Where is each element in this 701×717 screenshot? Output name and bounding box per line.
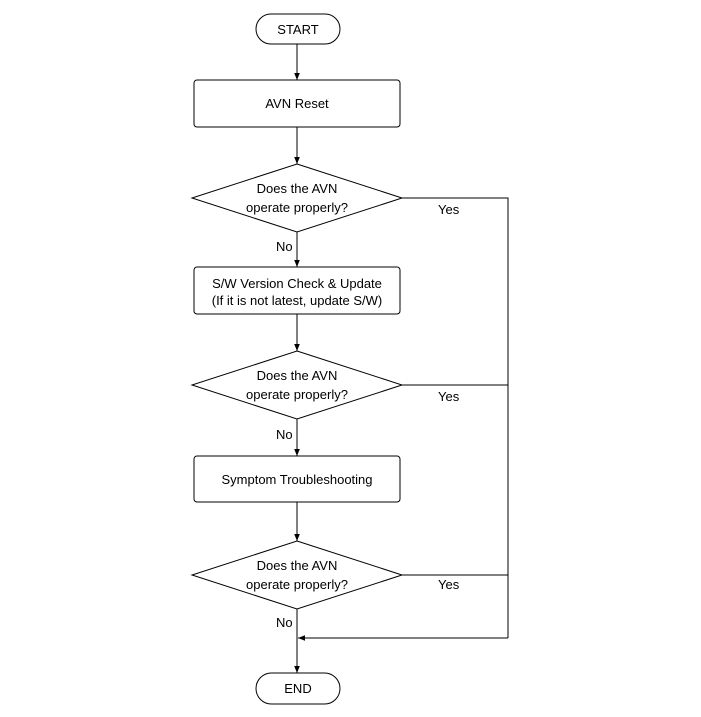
step-avn-reset-label: AVN Reset bbox=[265, 96, 329, 111]
decision-3-line1: Does the AVN bbox=[257, 558, 338, 573]
decision-3-no-label: No bbox=[276, 615, 293, 630]
end-label: END bbox=[284, 681, 311, 696]
decision-1-no-label: No bbox=[276, 239, 293, 254]
decision-1: Does the AVN operate properly? bbox=[190, 163, 404, 233]
decision-2-no-label: No bbox=[276, 427, 293, 442]
start-terminal: START bbox=[255, 13, 341, 45]
decision-1-line1: Does the AVN bbox=[257, 181, 338, 196]
decision-3-yes-label: Yes bbox=[438, 577, 460, 592]
step-troubleshooting-label: Symptom Troubleshooting bbox=[221, 472, 372, 487]
step-sw-version-check: S/W Version Check & Update (If it is not… bbox=[193, 266, 401, 315]
decision-2-yes-label: Yes bbox=[438, 389, 460, 404]
decision-3: Does the AVN operate properly? bbox=[190, 540, 404, 610]
decision-1-yes-label: Yes bbox=[438, 202, 460, 217]
yes-bypass-line bbox=[402, 197, 509, 638]
step-sw-check-line1: S/W Version Check & Update bbox=[212, 276, 382, 291]
end-terminal: END bbox=[255, 672, 341, 705]
decision-3-line2: operate properly? bbox=[246, 577, 348, 592]
decision-1-line2: operate properly? bbox=[246, 200, 348, 215]
step-symptom-troubleshooting: Symptom Troubleshooting bbox=[193, 455, 401, 503]
step-sw-check-line2: (If it is not latest, update S/W) bbox=[212, 293, 383, 308]
decision-2-line2: operate properly? bbox=[246, 387, 348, 402]
decision-2: Does the AVN operate properly? bbox=[190, 350, 404, 420]
step-avn-reset: AVN Reset bbox=[193, 79, 401, 128]
decision-2-line1: Does the AVN bbox=[257, 368, 338, 383]
start-label: START bbox=[277, 22, 318, 37]
